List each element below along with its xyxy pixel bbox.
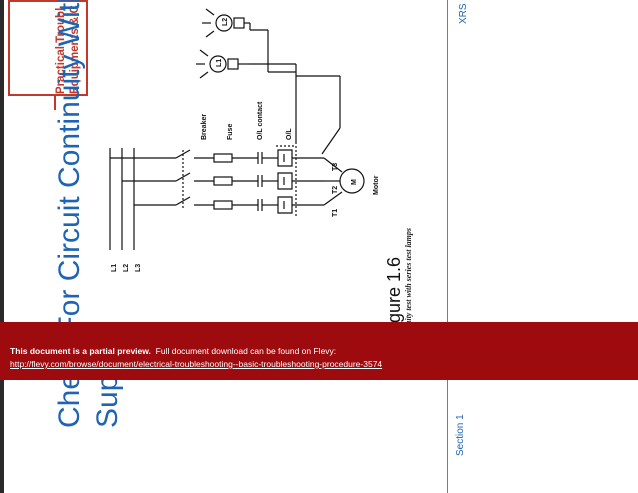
preview-banner: This document is a partial preview. Full… bbox=[0, 322, 638, 380]
section-footer: Section 1 bbox=[455, 414, 466, 456]
label-fuse: Fuse bbox=[227, 124, 234, 140]
motor-symbol: M bbox=[351, 179, 358, 185]
label-terminal-t1: T1 bbox=[332, 209, 339, 217]
phase-conductors bbox=[110, 8, 365, 216]
preview-notice-bold: This document is a partial preview. bbox=[10, 346, 151, 356]
tag-connector bbox=[54, 96, 56, 110]
label-terminal-t2: T2 bbox=[332, 186, 339, 194]
line-label-l3: L3 bbox=[135, 264, 142, 272]
label-motor: Motor bbox=[373, 175, 380, 195]
preview-notice-text: Full document download can be found on F… bbox=[155, 346, 337, 356]
lamp-label-l1: L1 bbox=[216, 59, 223, 67]
label-ol: O/L bbox=[286, 128, 293, 140]
page-edge bbox=[0, 0, 4, 493]
label-breaker: Breaker bbox=[201, 114, 208, 140]
footer-rule bbox=[447, 0, 448, 493]
line-label-l1: L1 bbox=[111, 264, 118, 272]
flevy-download-link[interactable]: http://flevy.com/browse/document/electri… bbox=[10, 359, 383, 369]
label-ol-contact: O/L contact bbox=[257, 101, 264, 140]
line-label-l2: L2 bbox=[123, 264, 130, 272]
label-terminal-t3: T3 bbox=[332, 163, 339, 171]
lamp-label-l2: L2 bbox=[222, 18, 229, 26]
chapter-tag: Practical Troubl Equipments & C bbox=[8, 0, 88, 96]
preview-notice: This document is a partial preview. Full… bbox=[10, 345, 638, 358]
course-footer: XRS C bbox=[458, 0, 469, 24]
